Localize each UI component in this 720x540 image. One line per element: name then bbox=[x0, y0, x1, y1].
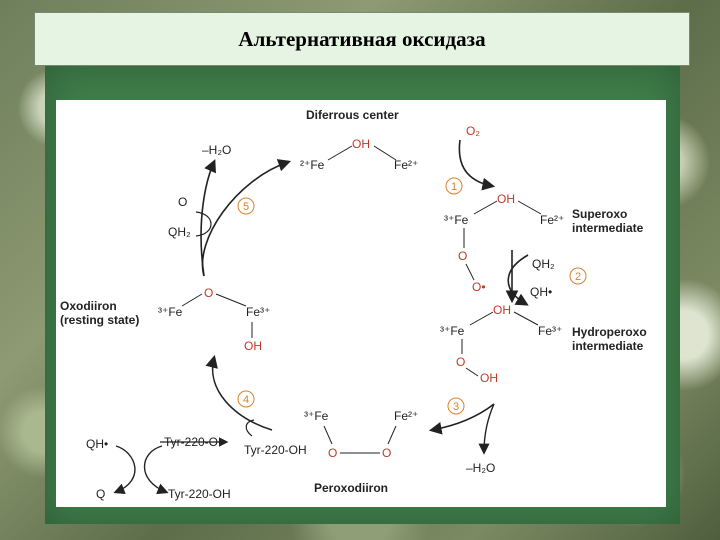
arrow-step1 bbox=[458, 139, 496, 191]
bond bbox=[215, 293, 247, 307]
hydroperoxo-fe-left: ³⁺Fe bbox=[440, 324, 465, 338]
hydroperoxo-ooh: OH bbox=[480, 371, 498, 385]
hydroperoxo-label-1: Hydroperoxo bbox=[572, 325, 647, 339]
hydroperoxo-o: O bbox=[456, 355, 465, 369]
peroxo-fe-left: ³⁺Fe bbox=[304, 409, 329, 423]
arrow-qh2-curve bbox=[507, 254, 529, 306]
oxo-label-1: Oxodiiron bbox=[60, 299, 117, 313]
arrow-h2o-out bbox=[478, 403, 495, 455]
diferrous-center-label: Diferrous center bbox=[306, 108, 399, 122]
tyr-loop bbox=[245, 419, 255, 437]
peroxo-o-left: O bbox=[328, 446, 337, 460]
step3-number: 3 bbox=[453, 401, 459, 413]
step2-circle bbox=[569, 267, 587, 285]
superoxo-fe-right: Fe²⁺ bbox=[540, 213, 564, 227]
diferrous-oh: OH bbox=[352, 137, 370, 151]
tyr-oh-a: Tyr-220-OH bbox=[244, 443, 307, 457]
hydroperoxo-fe-right: Fe³⁺ bbox=[538, 324, 562, 338]
step1-circle bbox=[445, 177, 463, 195]
bond bbox=[469, 311, 494, 326]
o2-label: O₂ bbox=[466, 124, 480, 138]
step4-circle bbox=[237, 390, 255, 408]
bond bbox=[473, 200, 498, 215]
step2-number: 2 bbox=[575, 271, 581, 283]
qh2-b: QH₂ bbox=[168, 225, 191, 239]
reaction-cycle-diagram: Diferrous center ²⁺Fe OH Fe²⁺ O₂ 1 OH ³⁺… bbox=[60, 108, 647, 501]
superoxo-o1: O bbox=[458, 249, 467, 263]
oxo-o: O bbox=[204, 286, 213, 300]
arrow-step3 bbox=[428, 403, 495, 435]
superoxo-label-1: Superoxo bbox=[572, 207, 627, 221]
peroxo-fe-right: Fe²⁺ bbox=[394, 409, 418, 423]
arrow-qh2-loop bbox=[195, 211, 212, 237]
bond bbox=[513, 311, 539, 326]
oxo-label-2: (resting state) bbox=[60, 313, 139, 327]
oxo-fe-right: Fe³⁺ bbox=[246, 305, 270, 319]
arrow-tyr-oh bbox=[143, 445, 169, 495]
arrow-q bbox=[113, 445, 136, 495]
step4-number: 4 bbox=[243, 394, 249, 406]
qh-radical-a: QH• bbox=[530, 285, 552, 299]
superoxo-oh: OH bbox=[497, 192, 515, 206]
tyr-oh-b: Tyr-220-OH bbox=[168, 487, 231, 501]
superoxo-o-radical: O• bbox=[472, 280, 486, 294]
step5-number: 5 bbox=[243, 201, 249, 213]
slide-title: Альтернативная оксидаза bbox=[238, 26, 486, 51]
step3-circle bbox=[447, 397, 465, 415]
qh2-a: QH₂ bbox=[532, 257, 555, 271]
o-step5: O bbox=[178, 195, 187, 209]
bond bbox=[465, 263, 475, 281]
diferrous-fe-right: Fe²⁺ bbox=[394, 158, 418, 172]
arrow-step5-b bbox=[200, 159, 216, 277]
peroxo-o-right: O bbox=[382, 446, 391, 460]
superoxo-fe-left: ³⁺Fe bbox=[444, 213, 469, 227]
oxo-fe-left: ³⁺Fe bbox=[158, 305, 183, 319]
step1-number: 1 bbox=[451, 181, 457, 193]
q-label: Q bbox=[96, 487, 105, 501]
bond bbox=[387, 425, 397, 445]
peroxo-label: Peroxodiiron bbox=[314, 481, 388, 495]
minus-h2o-a: –H₂O bbox=[466, 461, 495, 475]
bond bbox=[181, 293, 203, 307]
bond bbox=[465, 367, 479, 377]
arrow-step4 bbox=[205, 354, 273, 431]
bond bbox=[517, 200, 542, 215]
minus-h2o-b: –H₂O bbox=[202, 143, 231, 157]
title-box: Альтернативная оксидаза bbox=[34, 12, 690, 66]
arrow-step5-a bbox=[201, 159, 292, 277]
hydroperoxo-label-2: intermediate bbox=[572, 339, 644, 353]
bond bbox=[327, 145, 353, 161]
step5-circle bbox=[237, 197, 255, 215]
diagram-panel: Diferrous center ²⁺Fe OH Fe²⁺ O₂ 1 OH ³⁺… bbox=[56, 100, 666, 507]
hydroperoxo-oh: OH bbox=[493, 303, 511, 317]
oxo-oh: OH bbox=[244, 339, 262, 353]
superoxo-label-2: intermediate bbox=[572, 221, 644, 235]
bond bbox=[323, 425, 333, 445]
diferrous-fe-left: ²⁺Fe bbox=[300, 158, 325, 172]
qh-radical-b: QH• bbox=[86, 437, 108, 451]
bond bbox=[373, 145, 397, 161]
